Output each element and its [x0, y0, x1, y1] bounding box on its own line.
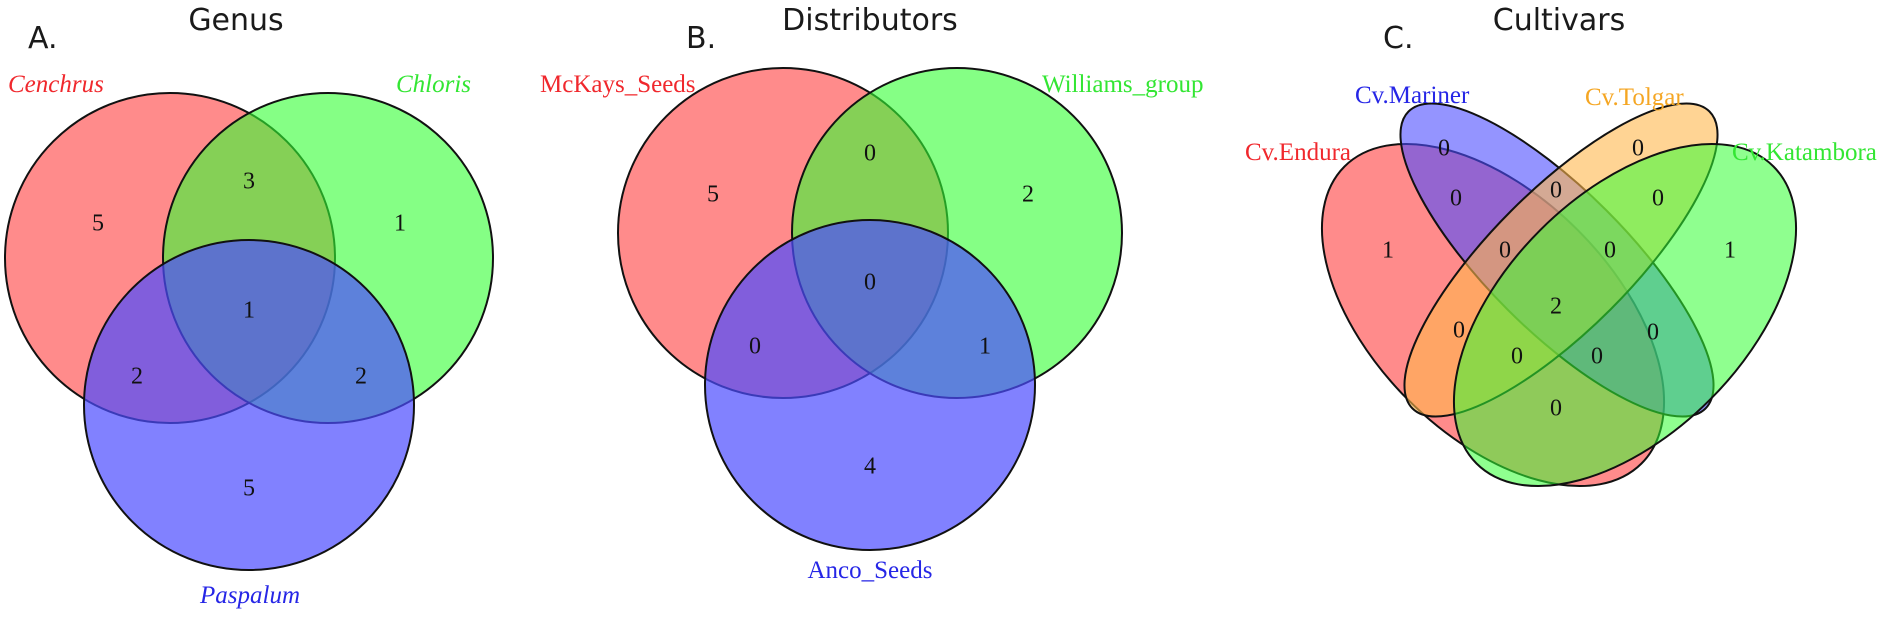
- panel-a-letter: A.: [28, 21, 58, 56]
- set-label-cenchrus: Cenchrus: [8, 71, 104, 98]
- venn-ellipse-group: [1320, 102, 1798, 488]
- region-count-endura-tolgar-katambora: 0: [1511, 344, 1523, 370]
- region-count-endura-mariner: 0: [1450, 186, 1462, 212]
- venn-ellipse-cv-katambora: [1452, 142, 1798, 488]
- set-label-chloris: Chloris: [396, 71, 471, 98]
- panel-a: A. Genus Cenchrus Chloris Paspalum 5 1 5…: [4, 3, 494, 609]
- region-count-katambora-only: 1: [1724, 238, 1736, 264]
- set-label-cv-mariner: Cv.Mariner: [1355, 82, 1470, 109]
- region-count-cenchrus-paspalum: 2: [131, 364, 143, 390]
- venn-circle-paspalum: [83, 239, 415, 571]
- region-count-mariner-tolgar: 0: [1550, 178, 1562, 204]
- set-label-williams-group: Williams_group: [1042, 71, 1203, 98]
- region-count-mariner-katambora: 0: [1647, 320, 1659, 346]
- region-count-cenchrus-only: 5: [92, 211, 104, 237]
- set-label-cv-tolgar: Cv.Tolgar: [1585, 84, 1684, 111]
- region-count-williams-anco: 1: [979, 334, 991, 360]
- region-count-chloris-paspalum: 2: [355, 364, 367, 390]
- panel-b-title: Distributors: [782, 3, 958, 38]
- panel-b: B. Distributors McKays_Seeds Williams_gr…: [540, 3, 1203, 584]
- region-count-anco-only: 4: [864, 454, 876, 480]
- region-count-tolgar-katambora: 0: [1652, 186, 1664, 212]
- region-count-tolgar-only: 0: [1632, 136, 1644, 162]
- panel-a-title: Genus: [188, 3, 283, 38]
- set-label-cv-endura: Cv.Endura: [1245, 139, 1351, 166]
- panel-b-letter: B.: [686, 21, 716, 56]
- set-label-anco-seeds: Anco_Seeds: [808, 557, 933, 584]
- region-count-endura-tolgar: 0: [1453, 318, 1465, 344]
- region-count-williams-only: 2: [1022, 182, 1034, 208]
- panel-c-letter: C.: [1383, 21, 1413, 56]
- set-label-paspalum: Paspalum: [199, 582, 300, 609]
- region-count-mckays-only: 5: [707, 182, 719, 208]
- region-count-all-four: 2: [1550, 294, 1562, 320]
- region-count-paspalum-only: 5: [243, 476, 255, 502]
- set-label-mckays-seeds: McKays_Seeds: [540, 71, 696, 98]
- panel-c: C. Cultivars Cv.Endura Cv.Mariner Cv.Tol…: [1245, 3, 1877, 488]
- region-count-mckays-anco: 0: [749, 334, 761, 360]
- region-count-mariner-tolgar-katambora: 0: [1604, 238, 1616, 264]
- panel-c-title: Cultivars: [1493, 3, 1626, 38]
- region-count-mariner-only: 0: [1438, 136, 1450, 162]
- region-count-all-three-distributors: 0: [864, 270, 876, 296]
- region-count-endura-katambora: 0: [1550, 396, 1562, 422]
- set-label-cv-katambora: Cv.Katambora: [1732, 139, 1877, 166]
- region-count-endura-mariner-tolgar: 0: [1499, 238, 1511, 264]
- region-count-cenchrus-chloris: 3: [243, 169, 255, 195]
- region-count-chloris-only: 1: [394, 211, 406, 237]
- region-count-all-three: 1: [243, 298, 255, 324]
- region-count-endura-only: 1: [1382, 238, 1394, 264]
- region-count-endura-mariner-katambora: 0: [1591, 344, 1603, 370]
- region-count-mckays-williams: 0: [864, 141, 876, 167]
- venn-circle-anco-seeds: [704, 219, 1036, 551]
